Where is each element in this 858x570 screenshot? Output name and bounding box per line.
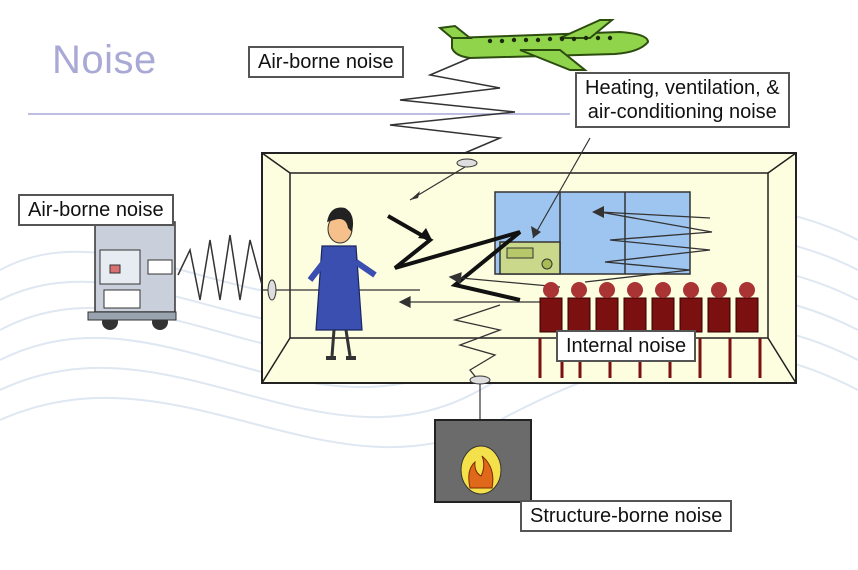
room-inner: [289, 172, 769, 339]
airborne-top-label: Air-borne noise: [248, 46, 404, 78]
students-group-icon: [538, 282, 762, 378]
airplane-icon: [437, 19, 650, 71]
floor-penetration: [469, 375, 491, 385]
airborne-top-wave: [389, 57, 516, 156]
room-perspective-lines: [261, 152, 797, 384]
room-arrows: [398, 272, 561, 308]
structure-wave: [452, 304, 503, 381]
truck-icon: [87, 221, 177, 330]
structure-noise-label: Structure-borne noise: [520, 500, 733, 532]
hvac-wave: [584, 211, 713, 283]
furnace-icon: [434, 419, 532, 503]
ceiling-arrow: [409, 166, 466, 201]
airborne-left-wave: [177, 234, 263, 301]
ceiling-penetration: [456, 158, 478, 168]
page-title: Noise: [52, 38, 157, 82]
airborne-left-label: Air-borne noise: [18, 194, 174, 226]
internal-noise-label: Internal noise: [556, 330, 697, 362]
hvac-pointer: [532, 137, 591, 239]
hvac-label: Heating, ventilation, & air-conditioning…: [575, 72, 790, 128]
teacher-figure-icon: [307, 207, 377, 360]
hvac-unit-icon: [499, 241, 561, 275]
